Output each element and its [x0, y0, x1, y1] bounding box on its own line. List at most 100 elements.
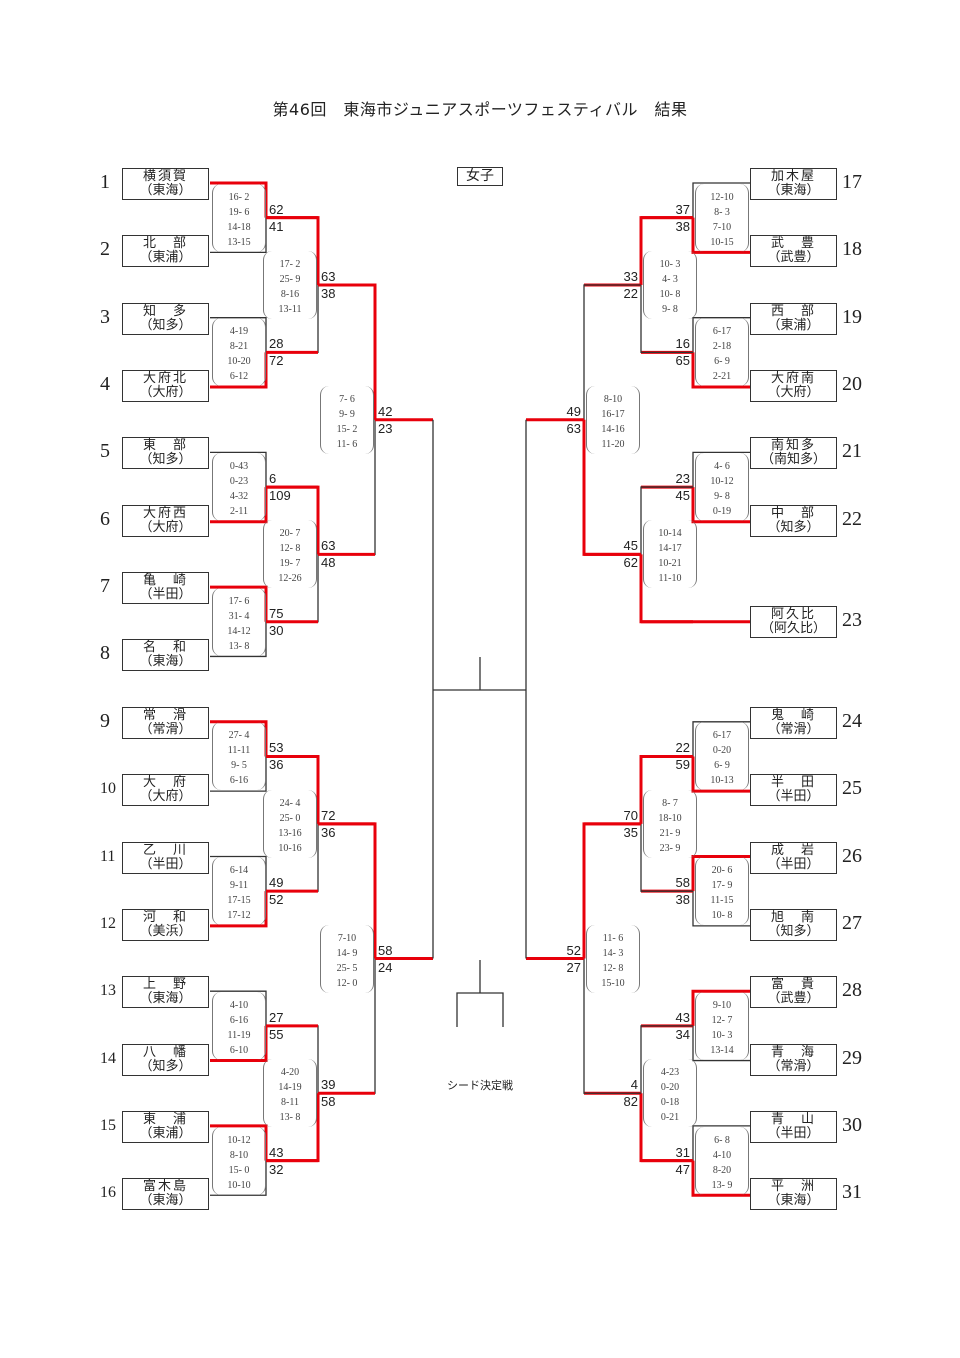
quarter-score: 10-20 — [227, 356, 251, 368]
score-a: 63 — [321, 538, 336, 554]
team-region: （半田） — [139, 587, 192, 603]
quarter-score: 14-12 — [227, 625, 251, 637]
winner-path — [210, 891, 268, 928]
score-a: 70 — [623, 807, 638, 823]
team-box[interactable]: 南知多（南知多） — [750, 437, 837, 470]
category-label: 女子 — [457, 167, 503, 186]
quarter-score: 17- 9 — [711, 880, 733, 892]
team-box[interactable]: 常 滑（常滑） — [122, 706, 209, 739]
quarter-score: 21- 9 — [659, 827, 681, 839]
score-b: 55 — [269, 1026, 284, 1042]
team-box[interactable]: 阿久比（阿久比） — [750, 605, 837, 638]
quarter-score: 4- 6 — [714, 461, 730, 473]
team-region: （美浜） — [139, 923, 192, 939]
quarter-score: 6-17 — [712, 326, 732, 338]
team-region: （東浦） — [139, 1125, 192, 1141]
quarter-score: 27- 4 — [228, 730, 250, 742]
quarter-score: 10-14 — [658, 528, 682, 540]
team-box[interactable]: 青 山（半田） — [750, 1110, 837, 1143]
quarter-score: 8-16 — [280, 289, 300, 301]
quarter-score: 6- 9 — [714, 356, 730, 368]
team-box[interactable]: 大府北（大府） — [122, 370, 209, 403]
team-region: （東海） — [767, 1193, 820, 1209]
score-a: 42 — [378, 403, 393, 419]
seed-number: 12 — [100, 914, 116, 932]
quarter-score: 14-18 — [227, 221, 251, 233]
team-box[interactable]: 河 和（美浜） — [122, 908, 209, 941]
team-box[interactable]: 半 田（半田） — [750, 774, 837, 807]
score-b: 45 — [675, 488, 690, 504]
team-region: （阿久比） — [760, 620, 826, 636]
score-b: 47 — [675, 1161, 690, 1177]
team-box[interactable]: 富木島（東海） — [122, 1178, 209, 1211]
team-box[interactable]: 横須賀（東海） — [122, 168, 209, 200]
team-box[interactable]: 大 府（大府） — [122, 774, 209, 807]
score-b: 36 — [321, 824, 336, 840]
winner-path — [639, 1093, 693, 1163]
score-a: 49 — [566, 403, 581, 419]
team-box[interactable]: 青 海（常滑） — [750, 1043, 837, 1076]
team-name: 武 豊 — [770, 236, 816, 252]
team-name: 大府西 — [142, 505, 188, 521]
score-a: 43 — [269, 1144, 284, 1160]
team-box[interactable]: 亀 崎（半田） — [122, 572, 209, 605]
quarter-score: 4-10 — [712, 1149, 732, 1161]
quarter-score: 9- 9 — [339, 408, 355, 420]
team-name: 旭 南 — [770, 909, 816, 925]
quarter-score: 9- 5 — [231, 760, 247, 772]
score-b: 38 — [321, 286, 336, 302]
score-a: 33 — [623, 269, 638, 285]
team-region: （常滑） — [767, 721, 820, 737]
team-box[interactable]: 中 部（知多） — [750, 504, 837, 537]
score-b: 82 — [623, 1094, 638, 1110]
seed-number: 23 — [842, 608, 862, 631]
team-box[interactable]: 武 豊（武豊） — [750, 235, 837, 268]
quarter-score: 2-18 — [712, 341, 732, 353]
team-box[interactable]: 上 野（東海） — [122, 976, 209, 1009]
quarter-score: 11-15 — [710, 895, 734, 907]
team-box[interactable]: 平 洲（東海） — [750, 1178, 837, 1211]
team-region: （東海） — [767, 183, 820, 198]
score-b: 58 — [321, 1094, 336, 1110]
team-name: 中 部 — [770, 505, 816, 521]
quarter-score: 9-10 — [712, 999, 732, 1011]
seed-number: 28 — [842, 979, 862, 1002]
quarter-score: 6- 8 — [714, 1134, 730, 1146]
quarter-score: 10- 3 — [659, 259, 681, 271]
team-box[interactable]: 旭 南（知多） — [750, 908, 837, 941]
team-region: （知多） — [139, 1058, 192, 1074]
team-name: 知 多 — [142, 303, 188, 319]
team-box[interactable]: 東 部（知多） — [122, 437, 209, 470]
seed-number: 25 — [842, 777, 862, 800]
team-box[interactable]: 加木屋（東海） — [750, 168, 837, 200]
score-a: 49 — [269, 875, 284, 891]
score-a: 58 — [675, 875, 690, 891]
team-box[interactable]: 北 部（東浦） — [122, 235, 209, 268]
team-box[interactable]: 東 浦（東浦） — [122, 1110, 209, 1143]
team-box[interactable]: 八 幡（知多） — [122, 1043, 209, 1076]
team-box[interactable]: 西 部（東浦） — [750, 302, 837, 335]
score-b: 34 — [675, 1026, 690, 1042]
winner-path — [210, 352, 268, 389]
score-b: 52 — [269, 892, 284, 908]
team-box[interactable]: 成 岩（半田） — [750, 841, 837, 874]
quarter-score: 12- 0 — [336, 977, 358, 989]
team-box[interactable]: 鬼 崎（常滑） — [750, 706, 837, 739]
team-name: 阿久比 — [770, 606, 816, 622]
winner-path — [210, 585, 268, 622]
team-box[interactable]: 大府南（大府） — [750, 370, 837, 403]
team-box[interactable]: 名 和（東海） — [122, 639, 209, 672]
quarter-score: 31- 4 — [228, 610, 250, 622]
quarter-score: 10- 8 — [711, 910, 733, 922]
quarter-score: 8- 7 — [662, 797, 678, 809]
team-box[interactable]: 知 多（知多） — [122, 302, 209, 335]
team-box[interactable]: 乙 川（半田） — [122, 841, 209, 874]
quarter-score: 12- 8 — [279, 543, 301, 555]
team-box[interactable]: 大府西（大府） — [122, 504, 209, 537]
team-box[interactable]: 富 貴（武豊） — [750, 976, 837, 1009]
